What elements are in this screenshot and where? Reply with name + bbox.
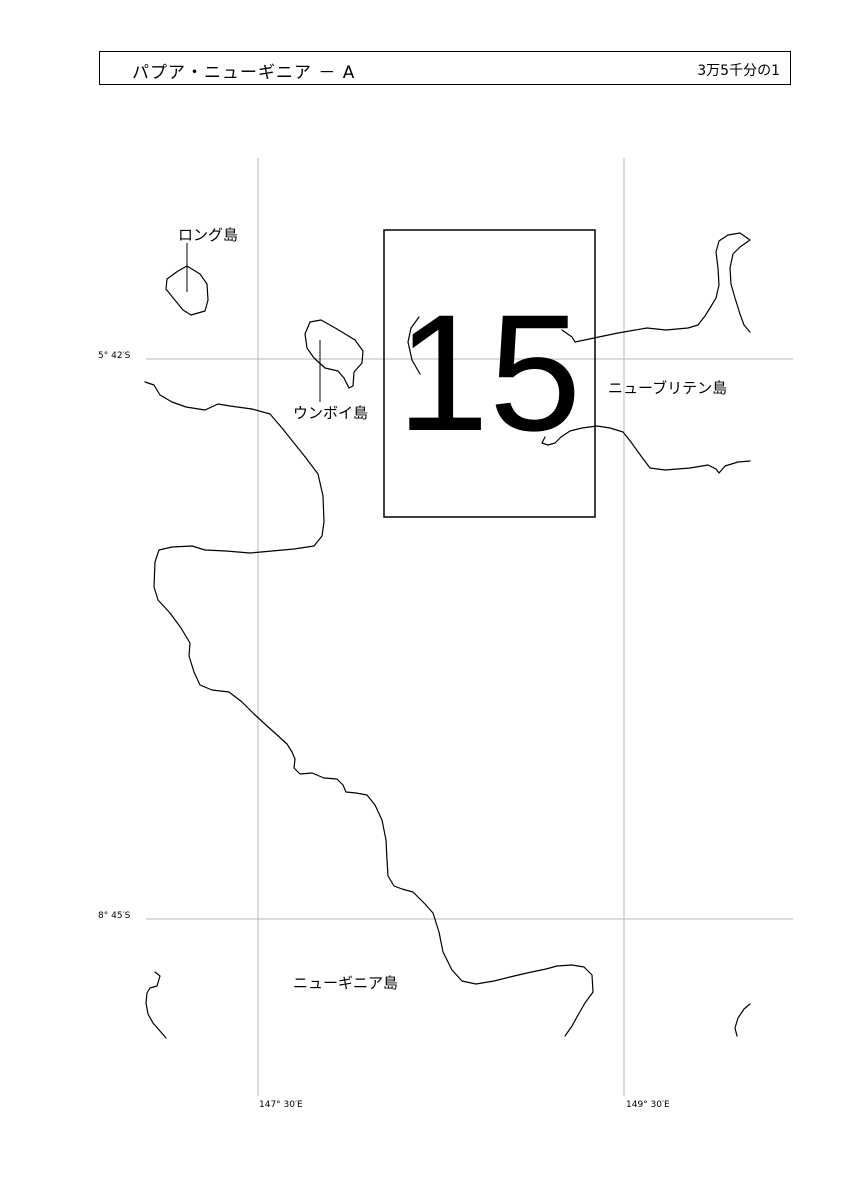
map-scale: 3万5千分の1: [697, 63, 780, 79]
coast-fragment-southwest: [145, 971, 167, 1039]
sheet-index-box: [383, 229, 596, 518]
new-britain-south-coast: [541, 425, 751, 474]
umboi-island-label: ウンボイ島: [293, 404, 368, 422]
new-guinea-coastline: [144, 381, 594, 1037]
long-island-outline: [165, 265, 209, 316]
latitude-label-south: 8° 45′S: [98, 911, 131, 921]
graticule: [146, 158, 793, 1096]
longitude-label-east: 149° 30′E: [626, 1100, 670, 1110]
new-britain-north-coast: [561, 232, 751, 343]
longitude-label-west: 147° 30′E: [259, 1100, 303, 1110]
map-title: パプア・ニューギニア － A: [132, 63, 356, 83]
latitude-label-north: 5° 42′S: [98, 351, 131, 361]
coast-fragment-southeast: [734, 1003, 751, 1037]
long-island-label: ロング島: [178, 226, 238, 244]
map-header: パプア・ニューギニア － A 3万5千分の1: [99, 51, 791, 85]
sheet-number: 15: [397, 281, 582, 466]
coast-fragment-center: [407, 316, 421, 375]
new-britain-label: ニューブリテン島: [608, 379, 727, 397]
umboi-island-outline: [304, 319, 364, 389]
new-guinea-label: ニューギニア島: [293, 974, 398, 992]
